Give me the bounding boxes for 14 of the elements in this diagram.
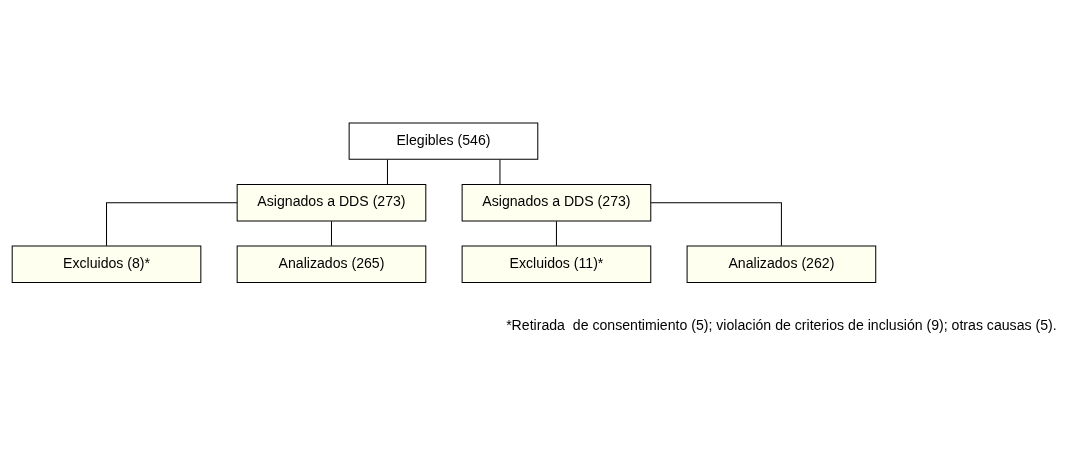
- connector: [330, 220, 332, 247]
- connector: [106, 202, 238, 247]
- node-box: Analizados (262): [686, 245, 877, 283]
- label: *Retirada de consentimiento (5); violación de criterios de inclusión (9); otras causas (5).: [506, 316, 1057, 333]
- node-box: Excluidos (8)*: [11, 245, 202, 283]
- node-box: Excluidos (11)*: [461, 245, 652, 283]
- connector: [499, 159, 501, 185]
- node-box: Analizados (265): [236, 245, 427, 283]
- connector: [650, 202, 782, 247]
- connector: [386, 159, 388, 185]
- node-box: Asignados a DDS (273): [236, 184, 427, 222]
- node-box: Asignados a DDS (273): [461, 184, 652, 222]
- connector: [555, 220, 557, 247]
- node-box: Elegibles (546): [348, 122, 539, 160]
